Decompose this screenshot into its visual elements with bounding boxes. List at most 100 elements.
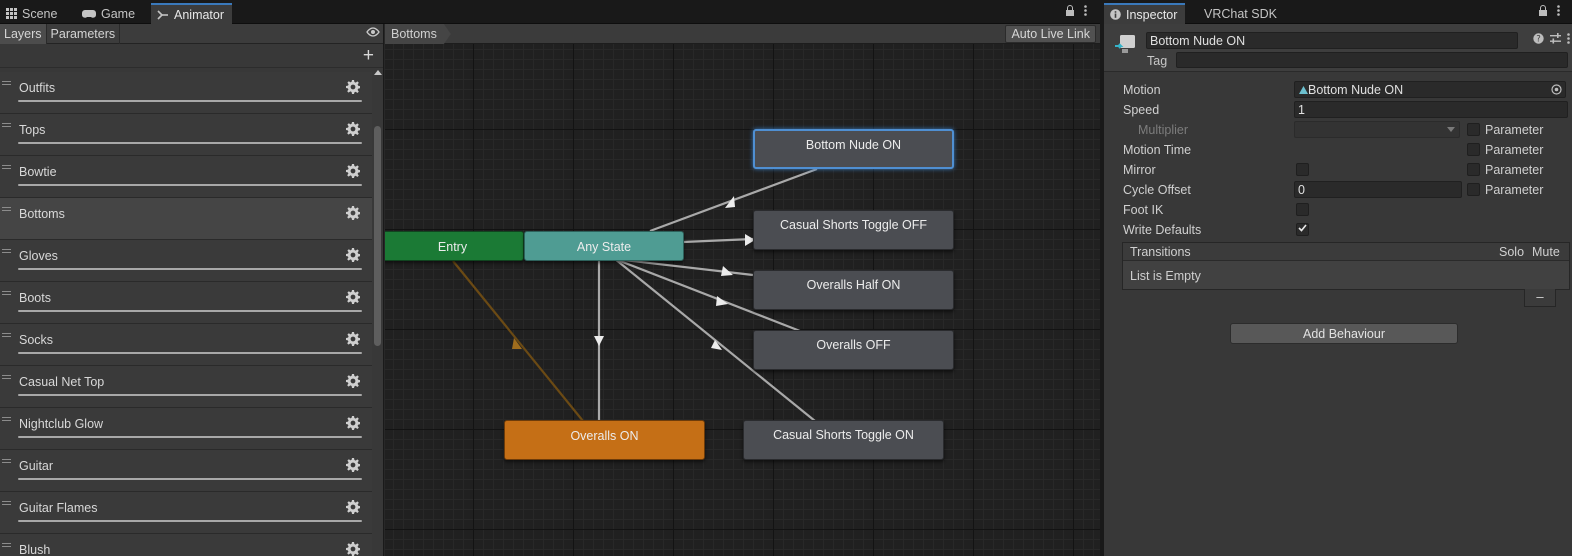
layer-item[interactable]: Outfits <box>0 72 372 114</box>
drag-handle-icon[interactable] <box>2 249 11 253</box>
drag-handle-icon[interactable] <box>2 165 11 169</box>
solo-header: Solo <box>1499 245 1525 259</box>
layer-item[interactable]: Boots <box>0 282 372 324</box>
layer-item-selected[interactable]: Bottoms <box>0 198 372 240</box>
state-overalls-on-default[interactable]: Overalls ON <box>504 420 705 460</box>
drag-handle-icon[interactable] <box>2 333 11 337</box>
layer-item[interactable]: Socks <box>0 324 372 366</box>
drag-handle-icon[interactable] <box>2 207 11 211</box>
state-entry[interactable]: Entry <box>385 231 524 261</box>
object-picker-icon[interactable] <box>1551 84 1562 95</box>
scroll-up-icon[interactable] <box>374 70 382 75</box>
multiplier-row: Multiplier Parameter <box>1122 120 1572 140</box>
drag-handle-icon[interactable] <box>2 123 11 127</box>
motion-time-row: Motion Time Parameter <box>1122 140 1572 160</box>
layer-item[interactable]: Guitar Flames <box>0 492 372 534</box>
layer-item[interactable]: Nightclub Glow <box>0 408 372 450</box>
drag-handle-icon[interactable] <box>2 375 11 379</box>
state-overalls-half-on[interactable]: Overalls Half ON <box>753 270 954 310</box>
more-menu-icon[interactable] <box>1557 5 1560 16</box>
arrowhead-icon <box>716 296 728 306</box>
motion-time-parameter-checkbox[interactable] <box>1467 143 1480 156</box>
cycle-offset-field[interactable]: 0 <box>1294 181 1462 198</box>
mirror-checkbox[interactable] <box>1296 163 1309 176</box>
layer-item[interactable]: Casual Net Top <box>0 366 372 408</box>
layers-scrollbar[interactable] <box>372 68 383 556</box>
drag-handle-icon[interactable] <box>2 459 11 463</box>
more-menu-icon[interactable] <box>1084 5 1087 16</box>
tab-layers[interactable]: Layers <box>0 24 47 44</box>
gear-icon[interactable] <box>346 542 360 556</box>
gear-icon[interactable] <box>346 332 360 346</box>
mirror-label: Mirror <box>1123 163 1156 177</box>
state-overalls-off[interactable]: Overalls OFF <box>753 330 954 370</box>
gear-icon[interactable] <box>346 164 360 178</box>
cycle-offset-parameter-checkbox[interactable] <box>1467 183 1480 196</box>
motion-value: Bottom Nude ON <box>1308 83 1404 97</box>
list-empty-text: List is Empty <box>1130 269 1201 283</box>
motion-row: Motion Bottom Nude ON <box>1122 80 1572 100</box>
cycle-offset-label: Cycle Offset <box>1123 183 1191 197</box>
gear-icon[interactable] <box>346 458 360 472</box>
help-icon[interactable]: ? <box>1533 33 1544 44</box>
layer-item[interactable]: Guitar <box>0 450 372 492</box>
auto-live-link-button[interactable]: Auto Live Link <box>1005 25 1096 43</box>
motion-field[interactable]: Bottom Nude ON <box>1294 81 1566 98</box>
gear-icon[interactable] <box>346 374 360 388</box>
drag-handle-icon[interactable] <box>2 291 11 295</box>
tab-parameters[interactable]: Parameters <box>47 24 121 44</box>
drag-handle-icon[interactable] <box>2 501 11 505</box>
state-casual-shorts-toggle-off[interactable]: Casual Shorts Toggle OFF <box>753 210 954 250</box>
add-behaviour-button[interactable]: Add Behaviour <box>1230 323 1458 344</box>
scrollbar-thumb[interactable] <box>374 126 381 346</box>
gear-icon[interactable] <box>346 206 360 220</box>
gear-icon[interactable] <box>346 122 360 136</box>
write-defaults-row: Write Defaults <box>1122 220 1572 240</box>
foot-ik-checkbox[interactable] <box>1296 203 1309 216</box>
motion-time-parameter-label: Parameter <box>1485 143 1544 157</box>
tab-vrchat-sdk[interactable]: VRChat SDK <box>1198 3 1285 24</box>
speed-field[interactable]: 1 <box>1294 101 1568 118</box>
remove-transition-button[interactable]: – <box>1524 289 1556 307</box>
more-menu-icon[interactable] <box>1567 33 1570 44</box>
layer-name: Nightclub Glow <box>19 417 104 431</box>
state-bottom-nude-on[interactable]: Bottom Nude ON <box>753 129 954 169</box>
layer-item[interactable]: Gloves <box>0 240 372 282</box>
drag-handle-icon[interactable] <box>2 543 11 547</box>
animation-clip-icon <box>1299 86 1308 94</box>
tab-inspector[interactable]: Inspector <box>1104 3 1186 24</box>
tag-field[interactable] <box>1176 52 1568 68</box>
add-layer-button[interactable]: + <box>362 45 374 66</box>
preset-sliders-icon[interactable] <box>1550 33 1561 44</box>
eye-icon[interactable] <box>366 27 380 37</box>
gear-icon[interactable] <box>346 500 360 514</box>
transition-lines <box>452 167 818 422</box>
lock-icon[interactable] <box>1065 5 1075 16</box>
state-any-state[interactable]: Any State <box>524 231 684 261</box>
gear-icon[interactable] <box>346 248 360 262</box>
layer-name: Guitar Flames <box>19 501 98 515</box>
tab-scene[interactable]: Scene <box>0 3 65 24</box>
lock-icon[interactable] <box>1538 5 1548 16</box>
drag-handle-icon[interactable] <box>2 417 11 421</box>
svg-text:?: ? <box>1536 35 1541 44</box>
layer-item[interactable]: Bowtie <box>0 156 372 198</box>
state-casual-shorts-toggle-on[interactable]: Casual Shorts Toggle ON <box>743 420 944 460</box>
tab-animator[interactable]: Animator <box>151 3 233 24</box>
state-name-field[interactable]: Bottom Nude ON <box>1146 32 1518 49</box>
layer-item[interactable]: Tops <box>0 114 372 156</box>
arrowhead-icon <box>512 338 522 349</box>
drag-handle-icon[interactable] <box>2 81 11 85</box>
state-machine-graph[interactable]: Bottoms Auto Live Link Entry Any State B… <box>385 24 1100 556</box>
mirror-parameter-checkbox[interactable] <box>1467 163 1480 176</box>
multiplier-parameter-checkbox[interactable] <box>1467 123 1480 136</box>
gear-icon[interactable] <box>346 416 360 430</box>
gear-icon[interactable] <box>346 80 360 94</box>
gear-icon[interactable] <box>346 290 360 304</box>
breadcrumb[interactable]: Bottoms <box>385 24 451 44</box>
multiplier-parameter-label: Parameter <box>1485 123 1544 137</box>
write-defaults-checkbox[interactable] <box>1296 223 1309 236</box>
tab-game[interactable]: Game <box>76 3 143 24</box>
animator-tab-bar: Scene Game Animator <box>0 0 1100 24</box>
layer-item[interactable]: Blush <box>0 534 372 556</box>
